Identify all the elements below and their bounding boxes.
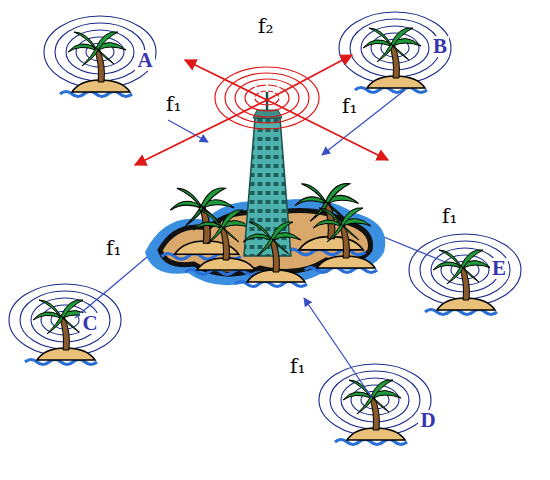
island-node: D bbox=[418, 410, 437, 431]
frequency-label: f₁ bbox=[104, 238, 123, 259]
island-e bbox=[409, 234, 521, 315]
island-d bbox=[319, 364, 431, 445]
island-node: B bbox=[431, 36, 449, 57]
island-c bbox=[9, 284, 121, 365]
island-letter: C bbox=[80, 313, 99, 334]
island-b bbox=[339, 12, 451, 93]
island-node: A bbox=[135, 50, 154, 71]
island-letter: B bbox=[431, 36, 449, 57]
frequency-label: f₁ bbox=[164, 94, 183, 115]
frequency-label: f₁ bbox=[288, 356, 307, 377]
island-a bbox=[44, 16, 156, 97]
broadcast-arrows bbox=[135, 55, 388, 165]
broadcast-waves bbox=[215, 67, 319, 129]
frequency-label: f₁ bbox=[440, 206, 459, 227]
island-letter: D bbox=[418, 410, 437, 431]
island-node: C bbox=[80, 313, 99, 334]
frequency-label: f₂ bbox=[256, 16, 275, 37]
island-node: E bbox=[490, 258, 508, 279]
island-letter: A bbox=[135, 50, 154, 71]
central-island bbox=[145, 92, 385, 287]
uplink-arrows bbox=[75, 90, 445, 398]
island-letter: E bbox=[490, 258, 508, 279]
frequency-label: f₁ bbox=[340, 96, 359, 117]
